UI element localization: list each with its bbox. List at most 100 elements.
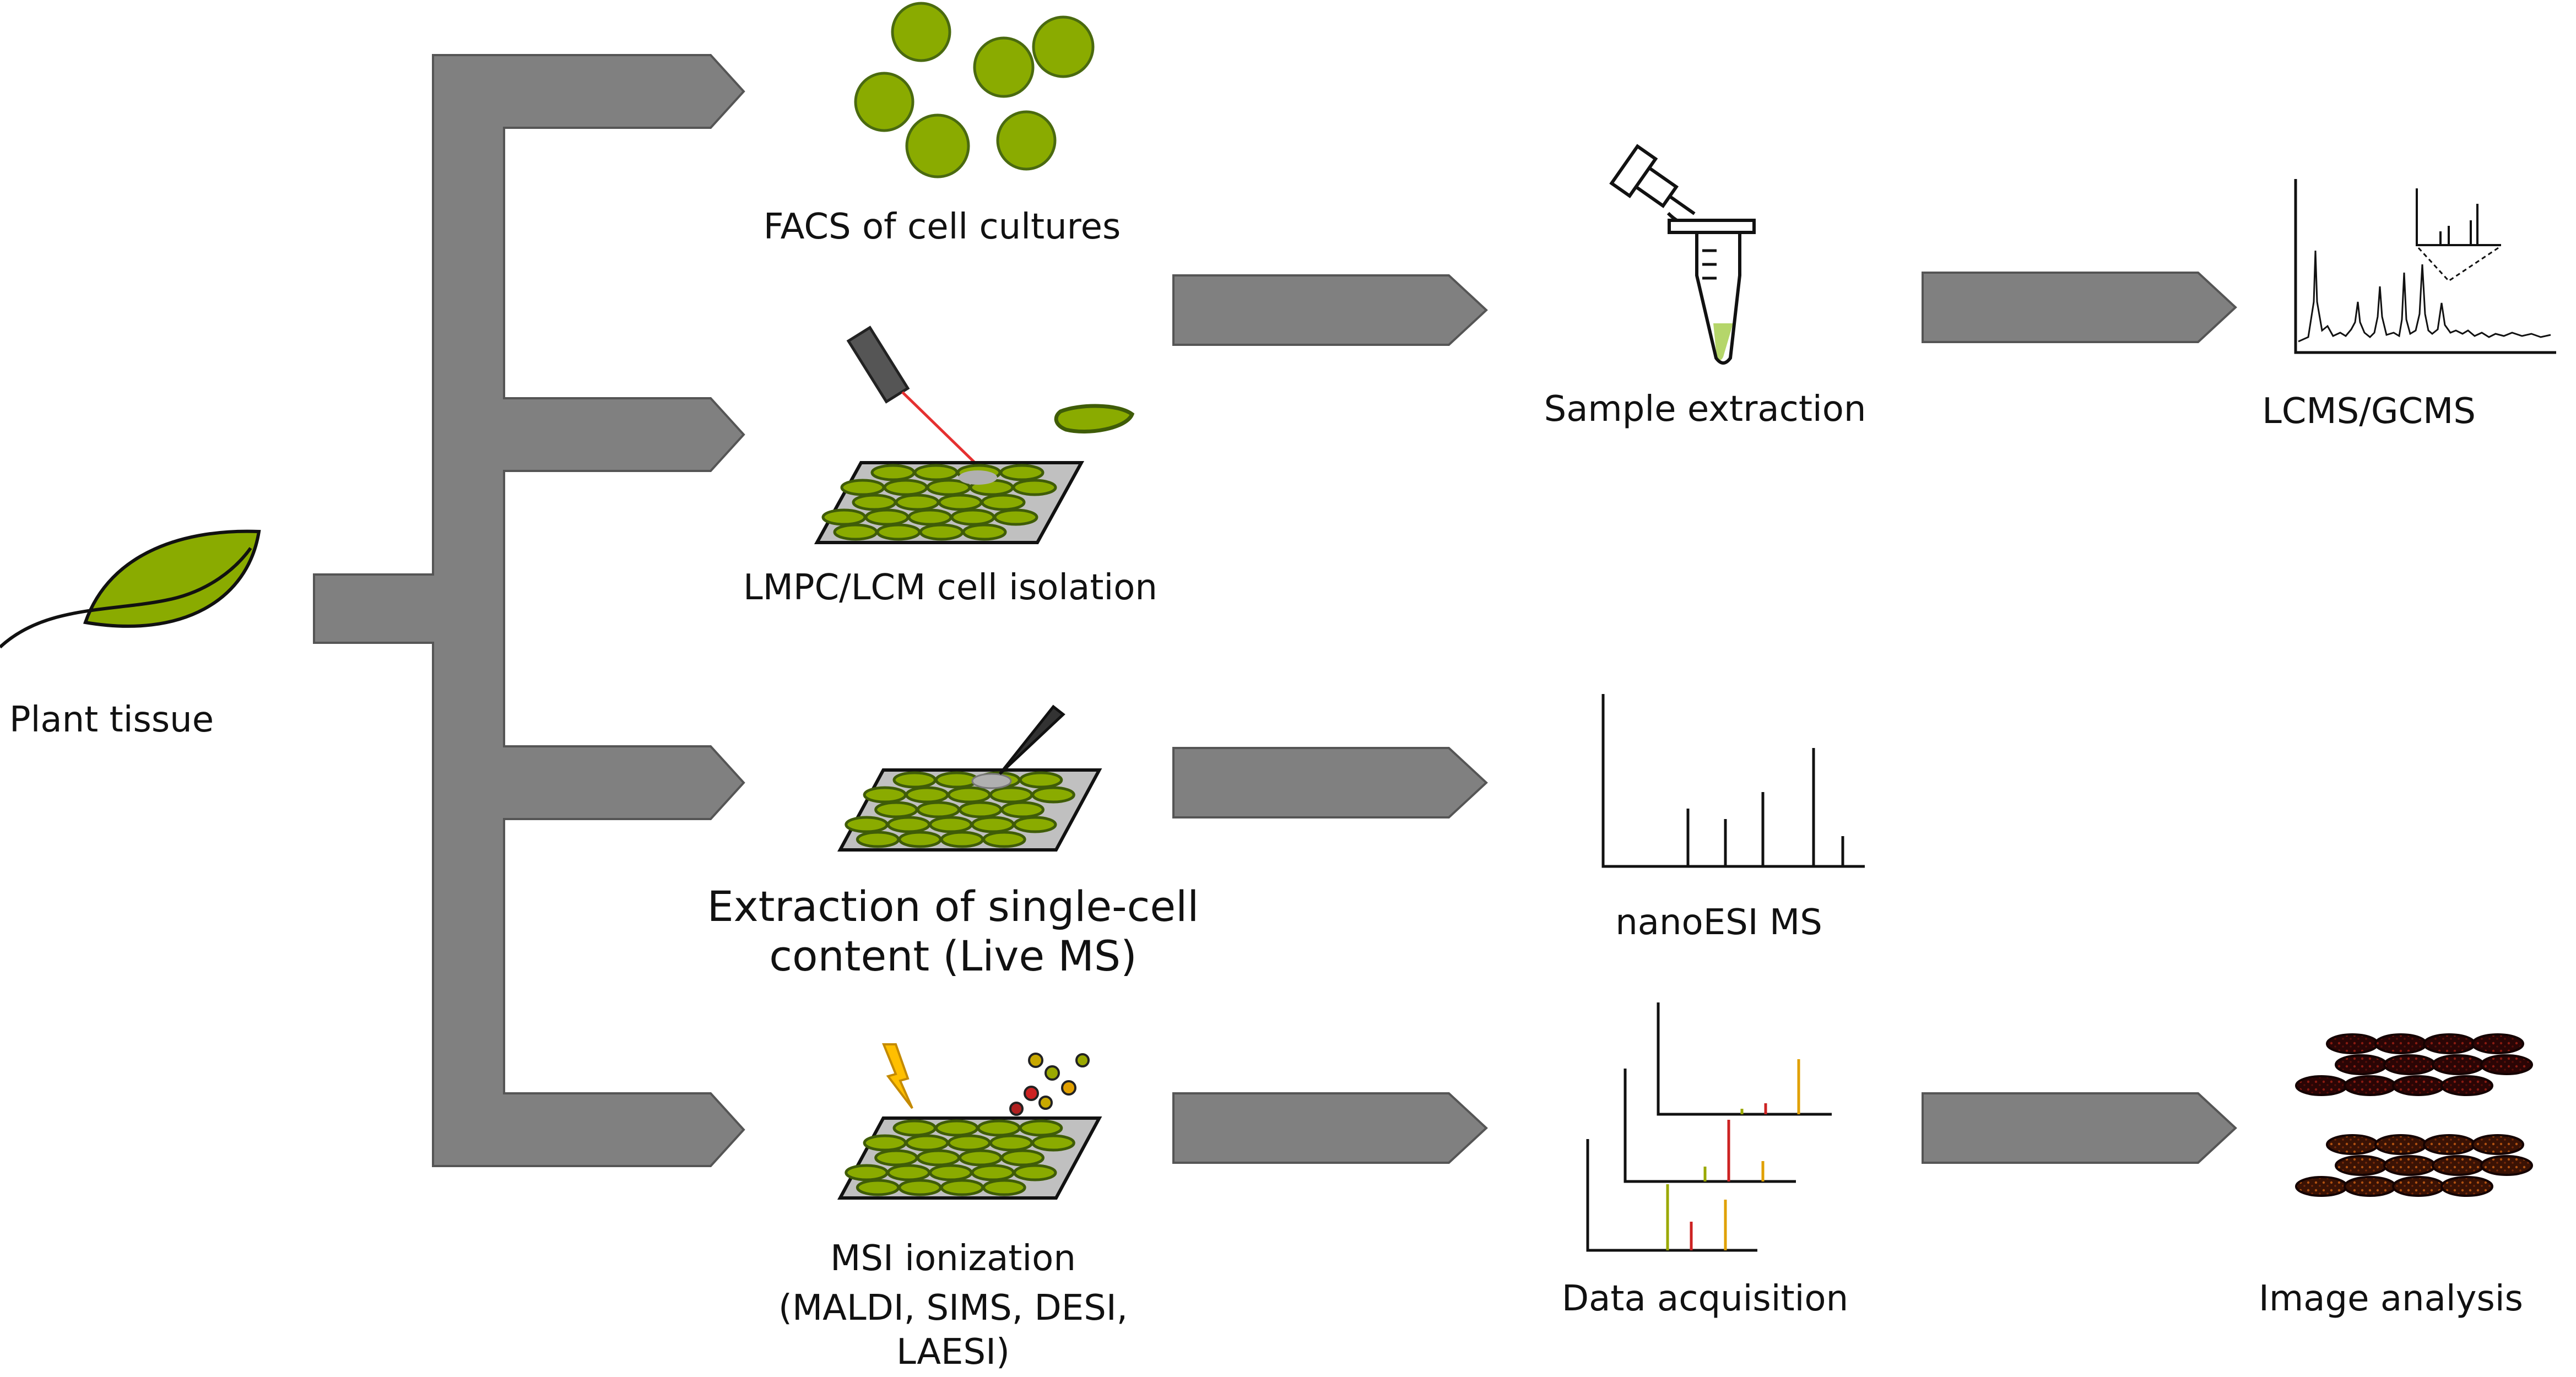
tissue-cell (947, 1134, 991, 1152)
ms-image-cell (2374, 1033, 2427, 1054)
ms-image-cell (2480, 1155, 2533, 1176)
tissue-cell (874, 801, 918, 818)
tissue-cell (971, 816, 1015, 833)
tissue-cell (940, 1179, 984, 1196)
ms-image-cell (2383, 1054, 2436, 1075)
tissue-cell (1019, 771, 1063, 789)
ms-image-icon (2295, 1033, 2533, 1096)
flow-arrow-to-image (1922, 1092, 2237, 1164)
data-acquisition-label: Data acquisition (1561, 1278, 1849, 1319)
ms-image-cell (2383, 1155, 2436, 1176)
flow-arrow-to-acquisition (1172, 1092, 1488, 1164)
cell-culture-icon (854, 2, 1095, 178)
spectra-stack-icon (1586, 1002, 1832, 1252)
ms-image-icon (2295, 1134, 2533, 1197)
tissue-cell (892, 1119, 937, 1137)
msi-label-line3: LAESI) (896, 1332, 1010, 1373)
tissue-cell (938, 494, 983, 511)
ion-particles-icon (1009, 1053, 1090, 1116)
tissue-cell (959, 1149, 1003, 1167)
tissue-cell (905, 1134, 949, 1152)
tissue-cell (940, 831, 984, 848)
tissue-cell (833, 523, 878, 541)
tissue-cell (821, 508, 867, 526)
ms-image-cell (2392, 1176, 2445, 1197)
flow-arrow-to-nanoesi (1172, 747, 1488, 818)
tissue-cell (840, 479, 885, 496)
tissue-cell (959, 801, 1003, 818)
tissue-cell (1013, 816, 1057, 833)
tissue-cell (947, 786, 991, 804)
tissue-cell (1031, 1134, 1075, 1152)
nanoesi-label: nanoESI MS (1615, 902, 1822, 943)
laser-icon (846, 326, 1135, 471)
tissue-cell (993, 508, 1038, 526)
lmpc-label: LMPC/LCM cell isolation (743, 567, 1157, 608)
ms-image-cell (2374, 1134, 2427, 1155)
tissue-cell (999, 464, 1045, 481)
tissue-cell (898, 1179, 942, 1196)
tissue-cell (982, 1179, 1026, 1196)
tissue-cell (982, 831, 1026, 848)
flow-arrow-to-extraction (1172, 274, 1488, 346)
tissue-cell (971, 1164, 1015, 1181)
tissue-cell (929, 1164, 973, 1181)
ms-image-cell (2326, 1033, 2379, 1054)
tissue-cell (919, 523, 964, 541)
extraction-label-line1: Extraction of single-cell (707, 882, 1199, 931)
tissue-cell (874, 1149, 918, 1167)
ms-image-cell (2471, 1134, 2524, 1155)
ms-image-cell (2335, 1054, 2388, 1075)
needle-icon (999, 704, 1065, 775)
extraction-label-line2: content (Live MS) (769, 931, 1137, 980)
tissue-cell (950, 508, 995, 526)
ms-image-cell (2423, 1033, 2476, 1054)
tissue-slide-icon (837, 1116, 1102, 1200)
tissue-cell (977, 1119, 1021, 1137)
ms-image-cell (2440, 1075, 2493, 1096)
test-tube-icon (1668, 219, 1756, 365)
tissue-cell (870, 464, 916, 481)
ms-image-cell (2423, 1134, 2476, 1155)
tissue-cell (916, 801, 961, 818)
tissue-cell (886, 816, 931, 833)
tissue-cell (864, 508, 910, 526)
tissue-cell (934, 771, 979, 789)
tissue-cell (892, 771, 937, 789)
tissue-cell (863, 1134, 907, 1152)
tissue-cell (883, 479, 928, 496)
ms-image-cell (2295, 1075, 2348, 1096)
ms-image-cell (2295, 1176, 2348, 1197)
tissue-slide-icon (814, 461, 1085, 544)
leaf-icon (0, 529, 261, 649)
tissue-cell (898, 831, 942, 848)
tissue-cell (913, 464, 959, 481)
ms-image-cell (2392, 1075, 2445, 1096)
tissue-cell (1000, 801, 1045, 818)
tissue-cell (863, 786, 907, 804)
tissue-cell (907, 508, 953, 526)
ms-image-cell (2440, 1176, 2493, 1197)
plant-tissue-label: Plant tissue (9, 700, 214, 740)
msi-label-line1: MSI ionization (830, 1238, 1076, 1279)
ms-image-cell (2471, 1033, 2524, 1054)
image-analysis-label: Image analysis (2259, 1278, 2523, 1319)
mass-spectrum-icon (1601, 694, 1865, 868)
tissue-cell (929, 816, 973, 833)
ms-image-cell (2344, 1176, 2396, 1197)
tissue-cell (1019, 1119, 1063, 1137)
ms-image-cell (2344, 1075, 2396, 1096)
ms-image-cell (2432, 1054, 2485, 1075)
tissue-cell (1031, 786, 1075, 804)
tissue-cell (905, 786, 949, 804)
tissue-cell (886, 1164, 931, 1181)
tissue-cell (876, 523, 921, 541)
chromatogram-icon (2294, 179, 2556, 354)
lightning-icon (882, 1043, 913, 1109)
tissue-cell (856, 1179, 900, 1196)
ms-image-cell (2326, 1134, 2379, 1155)
tissue-cell (845, 1164, 889, 1181)
tissue-cell (926, 479, 971, 496)
